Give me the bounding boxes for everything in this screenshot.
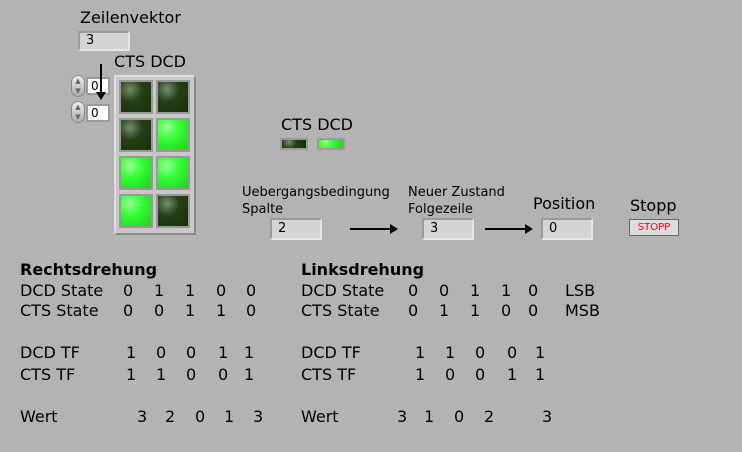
wert-value: 3 [137,407,148,426]
msb-label: MSB [565,301,600,320]
cts-state-value: 0 [123,301,134,320]
cts-tf-label: CTS TF [301,365,357,384]
dcd-tf-value: 1 [535,343,546,362]
dcd-tf-label: DCD TF [20,343,80,362]
dcd-state-value: 0 [216,281,227,300]
col-index-input[interactable]: 0 [86,104,110,122]
dcd-state-label: DCD State [301,281,385,300]
dcd-tf-label: DCD TF [301,343,361,362]
arrow-right-icon [350,224,398,234]
matrix-led [156,80,190,114]
cts-tf-value: 0 [218,365,229,384]
cts-state-value: 0 [408,301,419,320]
wert-label: Wert [20,407,58,426]
matrix-led [119,194,153,228]
zeilenvektor-indicator: 3 [78,31,130,51]
section-title: Linksdrehung [301,260,425,279]
stopp-button[interactable]: STOPP [629,219,679,236]
position-indicator: 0 [541,218,593,240]
dcd-tf-value: 1 [218,343,229,362]
position-label: Position [533,194,596,213]
led-matrix [114,75,196,235]
wert-value: 1 [424,407,435,426]
dcd-state-value: 1 [501,281,512,300]
matrix-led [119,118,153,152]
col-index-spinner[interactable]: ▲▼ [71,101,85,123]
dcd-tf-value: 1 [445,343,456,362]
dcd-state-value: 1 [154,281,165,300]
cts-tf-value: 1 [507,365,518,384]
uebergang-label-line2: Spalte [242,202,284,217]
cts-tf-value: 0 [475,365,486,384]
wert-value: 2 [484,407,495,426]
zeilenvektor-label: Zeilenvektor [80,8,181,27]
cts-tf-label: CTS TF [20,365,76,384]
cts-tf-value: 1 [415,365,426,384]
cts-tf-value: 1 [156,365,167,384]
cts-tf-value: 0 [445,365,456,384]
cts-state-value: 0 [154,301,165,320]
wert-value: 3 [253,407,264,426]
cts-state-label: CTS State [301,301,380,320]
cts-state-value: 0 [246,301,257,320]
dcd-state-label: DCD State [20,281,104,300]
matrix-led [119,80,153,114]
cts-state-value: 1 [185,301,196,320]
index-arrow [100,64,102,94]
matrix-header: CTS DCD [114,52,186,71]
cts-state-value: 0 [528,301,539,320]
uebergang-indicator: 2 [270,218,322,240]
cts-state-value: 0 [501,301,512,320]
wert-value: 1 [224,407,235,426]
wert-value: 2 [165,407,176,426]
uebergang-label-line1: Uebergangsbedingung [242,185,390,200]
dcd-tf-value: 0 [475,343,486,362]
neuer-label-line1: Neuer Zustand [408,185,505,200]
neuer-label-line2: Folgezeile [408,202,473,217]
matrix-led [156,194,190,228]
index-arrow-head-icon [96,92,106,100]
matrix-led [156,156,190,190]
wert-value: 3 [397,407,408,426]
dcd-state-value: 0 [528,281,539,300]
dcd-state-value: 1 [185,281,196,300]
dcd-state-value: 0 [439,281,450,300]
wert-label: Wert [301,407,339,426]
dcd-tf-value: 0 [186,343,197,362]
dcd-state-value: 0 [408,281,419,300]
dcd-state-value: 0 [246,281,257,300]
cts-tf-value: 1 [126,365,137,384]
dcd-state-value: 0 [123,281,134,300]
wert-value: 3 [542,407,553,426]
wert-value: 0 [454,407,465,426]
matrix-led [156,118,190,152]
cts-state-value: 1 [470,301,481,320]
row-index-spinner[interactable]: ▲▼ [71,75,85,97]
stopp-label: Stopp [630,196,677,215]
section-title: Rechtsdrehung [20,260,158,279]
neuer-indicator: 3 [422,218,474,240]
wert-value: 0 [195,407,206,426]
leds-header: CTS DCD [281,115,353,134]
cts-tf-value: 0 [186,365,197,384]
cts-state-value: 1 [439,301,450,320]
dcd-tf-value: 1 [244,343,255,362]
lsb-label: LSB [565,281,596,300]
cts-state-label: CTS State [20,301,99,320]
arrow-right-icon [485,224,533,234]
dcd-tf-value: 1 [126,343,137,362]
dcd-tf-value: 0 [156,343,167,362]
cts-led [280,138,308,150]
matrix-led [119,156,153,190]
dcd-tf-value: 1 [415,343,426,362]
cts-tf-value: 1 [535,365,546,384]
dcd-led [317,138,345,150]
cts-state-value: 1 [216,301,227,320]
dcd-state-value: 1 [470,281,481,300]
cts-tf-value: 1 [244,365,255,384]
dcd-tf-value: 0 [507,343,518,362]
